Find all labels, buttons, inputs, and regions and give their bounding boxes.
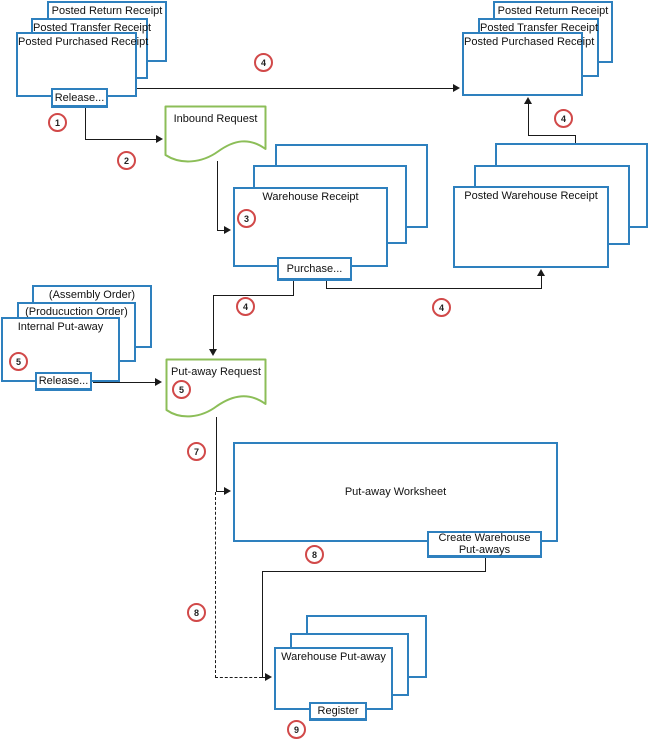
step-badge-4: 4	[236, 297, 255, 316]
step-badge-5: 5	[172, 380, 191, 399]
box-label: Posted Return Receipt	[51, 5, 163, 17]
arrowhead-icon	[224, 226, 231, 234]
connector-line	[213, 296, 214, 350]
connector-line	[262, 677, 266, 678]
button-label: Release...	[38, 375, 89, 387]
connector-line	[326, 288, 542, 289]
connector-line	[216, 491, 225, 492]
arrowhead-icon	[224, 487, 231, 495]
step-badge-4: 4	[432, 298, 451, 317]
document-shape-icon	[164, 105, 267, 163]
connector-line	[216, 417, 217, 492]
box-label: (Assembly Order)	[48, 289, 136, 301]
connector-line	[485, 557, 486, 572]
box-label: Posted Transfer Receipt	[33, 22, 152, 34]
box-label: Warehouse Receipt	[262, 191, 359, 203]
button-label: Release...	[54, 91, 105, 104]
box-label: Internal Put-away	[17, 321, 104, 333]
warehouse-putaway-box: Warehouse Put-away	[274, 647, 393, 710]
arrowhead-icon	[524, 97, 532, 104]
create-warehouse-putaways-button: Create Warehouse Put-aways	[427, 531, 542, 558]
connector-line	[326, 281, 327, 289]
dashed-connector-line	[215, 677, 262, 678]
connector-line	[575, 135, 576, 144]
release-button: Release...	[51, 88, 108, 108]
box-label: Posted Purchased Receipt	[18, 36, 149, 48]
connector-line	[85, 139, 157, 140]
step-badge-8: 8	[305, 545, 324, 564]
arrowhead-icon	[265, 673, 272, 681]
arrowhead-icon	[156, 135, 163, 143]
connector-line	[541, 275, 542, 289]
arrowhead-icon	[209, 349, 217, 356]
connector-line	[85, 107, 86, 140]
box-label: Warehouse Put-away	[281, 651, 386, 663]
step-badge-4: 4	[554, 109, 573, 128]
arrowhead-icon	[453, 84, 460, 92]
box-label: Posted Warehouse Receipt	[464, 190, 598, 202]
document-shape-icon	[165, 358, 267, 418]
connector-line	[262, 572, 263, 678]
connector-line	[213, 295, 294, 296]
arrowhead-icon	[537, 269, 545, 276]
box-label: Put-away Worksheet	[344, 486, 447, 498]
connector-line	[528, 135, 576, 136]
box-label: Posted Return Receipt	[497, 5, 609, 17]
step-badge-5: 5	[9, 352, 28, 371]
posted-warehouse-receipt-box: Posted Warehouse Receipt	[453, 186, 609, 268]
release-button: Release...	[35, 372, 92, 391]
step-badge-2: 2	[117, 151, 136, 170]
box-label: (Producuction Order)	[25, 306, 128, 318]
putaway-request-document: Put-away Request	[165, 358, 267, 422]
document-label: Put-away Request	[171, 366, 261, 378]
step-badge-9: 9	[287, 720, 306, 739]
box-label: Posted Transfer Receipt	[480, 22, 599, 34]
connector-line	[137, 88, 454, 89]
inbound-request-document: Inbound Request	[164, 105, 267, 167]
button-label-line2: Put-aways	[458, 544, 511, 556]
step-badge-7: 7	[187, 442, 206, 461]
step-badge-1: 1	[48, 113, 67, 132]
internal-putaway-box: Internal Put-away	[1, 317, 120, 382]
connector-line	[528, 103, 529, 136]
button-label: Purchase...	[286, 262, 343, 275]
posted-purchased-receipt-box: Posted Purchased Receipt	[462, 32, 595, 96]
dashed-connector-line	[215, 492, 216, 678]
connector-line	[293, 281, 294, 296]
purchase-button: Purchase...	[277, 257, 352, 281]
step-badge-3: 3	[237, 209, 256, 228]
register-button: Register	[309, 702, 367, 721]
connector-line	[93, 382, 156, 383]
arrowhead-icon	[155, 378, 162, 386]
warehouse-receipt-box: Warehouse Receipt	[233, 187, 388, 267]
box-label: Posted Purchased Receipt	[464, 36, 595, 48]
connector-line	[217, 230, 225, 231]
document-label: Inbound Request	[173, 113, 258, 125]
button-label: Register	[317, 705, 359, 717]
step-badge-8: 8	[187, 603, 206, 622]
putaway-worksheet-box: Put-away Worksheet	[233, 442, 558, 542]
button-label-line1: Create Warehouse	[438, 532, 531, 544]
step-badge-4: 4	[254, 53, 273, 72]
connector-line	[262, 571, 486, 572]
connector-line	[217, 161, 218, 231]
